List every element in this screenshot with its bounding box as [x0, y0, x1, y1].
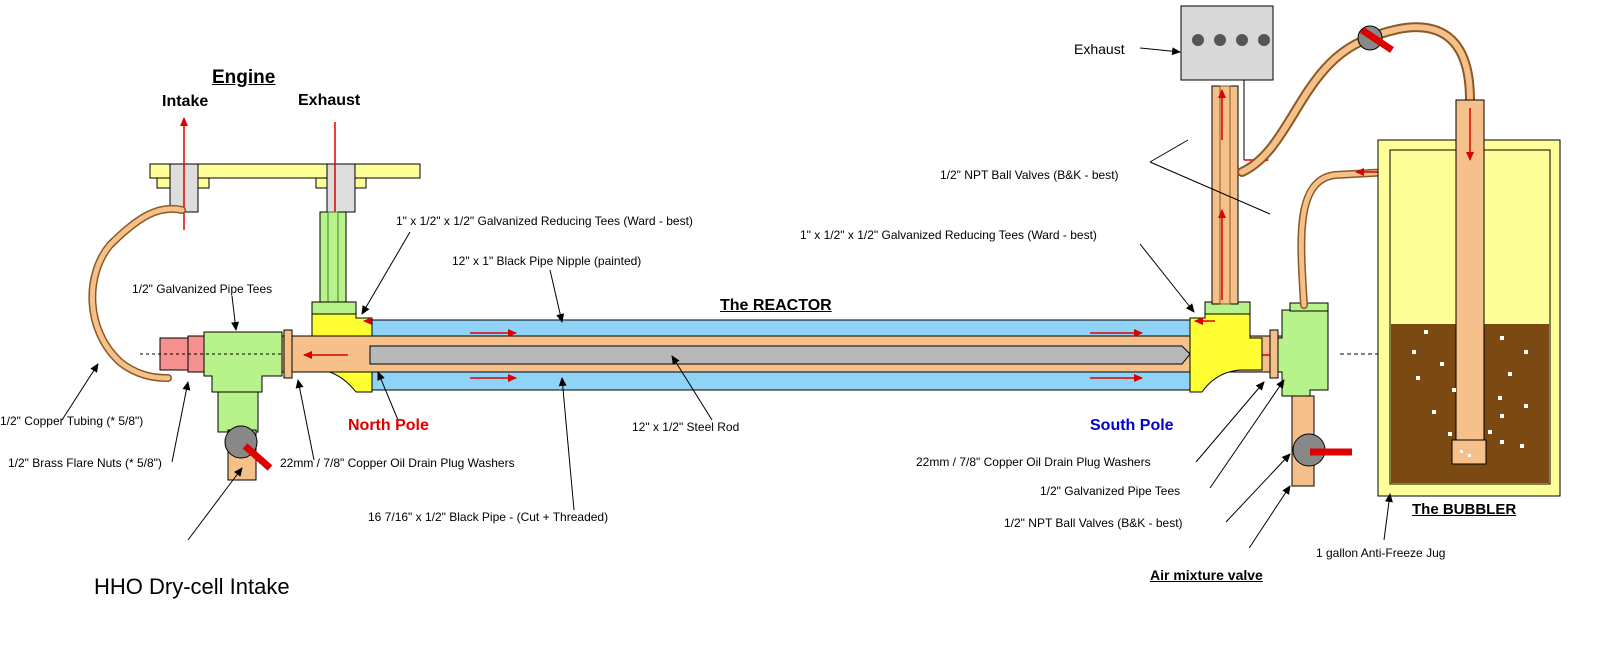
valve-handle-top[interactable]: [1360, 27, 1394, 53]
bubbler-diffuser: [1451, 439, 1487, 465]
reducing-tee-right: [1189, 301, 1263, 393]
copper-tubing-label: 1/2" Copper Tubing (* 5/8"): [0, 414, 144, 428]
black-nipple-label: 12" x 1" Black Pipe Nipple (painted): [452, 254, 642, 268]
valve-handle-left[interactable]: [242, 443, 273, 471]
bubbler-title: The BUBBLER: [1412, 501, 1517, 518]
reducing-tees-left-label: 1" x 1/2" x 1/2" Galvanized Reducing Tee…: [396, 214, 693, 228]
washer-left: [283, 329, 293, 379]
steel-rod: [369, 345, 1191, 365]
intake-label: Intake: [162, 93, 209, 110]
north-pole-label: North Pole: [348, 417, 429, 434]
ball-valves-top-label: 1/2" NPT Ball Valves (B&K - best): [940, 168, 1119, 182]
black-pipe-label: 16 7/16" x 1/2" Black Pipe - (Cut + Thre…: [368, 510, 609, 524]
ball-valves-bottom-label: 1/2" NPT Ball Valves (B&K - best): [1004, 516, 1183, 530]
engine-title: Engine: [212, 67, 276, 88]
brass-flare-nuts-label: 1/2" Brass Flare Nuts (* 5/8"): [8, 456, 162, 470]
blank-area-left: [20, 548, 830, 660]
blank-area-right: [1140, 548, 1290, 614]
galv-tees-right-label: 1/2" Galvanized Pipe Tees: [1040, 484, 1181, 498]
galvanized-tee-right: [1277, 309, 1329, 397]
exhaust-right-label: Exhaust: [1074, 41, 1125, 57]
copper-tubing-bubbler-in: [1297, 168, 1394, 309]
reactor-title: The REACTOR: [720, 297, 832, 314]
washer-right: [1269, 329, 1279, 379]
galvanized-tee-left: [203, 331, 283, 393]
south-pole-label: South Pole: [1090, 417, 1174, 434]
engine-manifold: [149, 163, 421, 213]
washers-right-label: 22mm / 7/8" Copper Oil Drain Plug Washer…: [916, 455, 1151, 469]
washers-left-label: 22mm / 7/8" Copper Oil Drain Plug Washer…: [280, 456, 515, 470]
steel-rod-label: 12" x 1/2" Steel Rod: [632, 420, 740, 434]
galv-tees-top-left-label: 1/2" Galvanized Pipe Tees: [132, 282, 273, 296]
hho-intake-label: HHO Dry-cell Intake: [94, 574, 290, 599]
air-mixture-valve-label: Air mixture valve: [1150, 567, 1263, 583]
reducing-tees-right-label: 1" x 1/2" x 1/2" Galvanized Reducing Tee…: [800, 228, 1097, 242]
exhaust-left-label: Exhaust: [298, 92, 361, 109]
antifreeze-jug-label: 1 gallon Anti-Freeze Jug: [1316, 546, 1446, 560]
